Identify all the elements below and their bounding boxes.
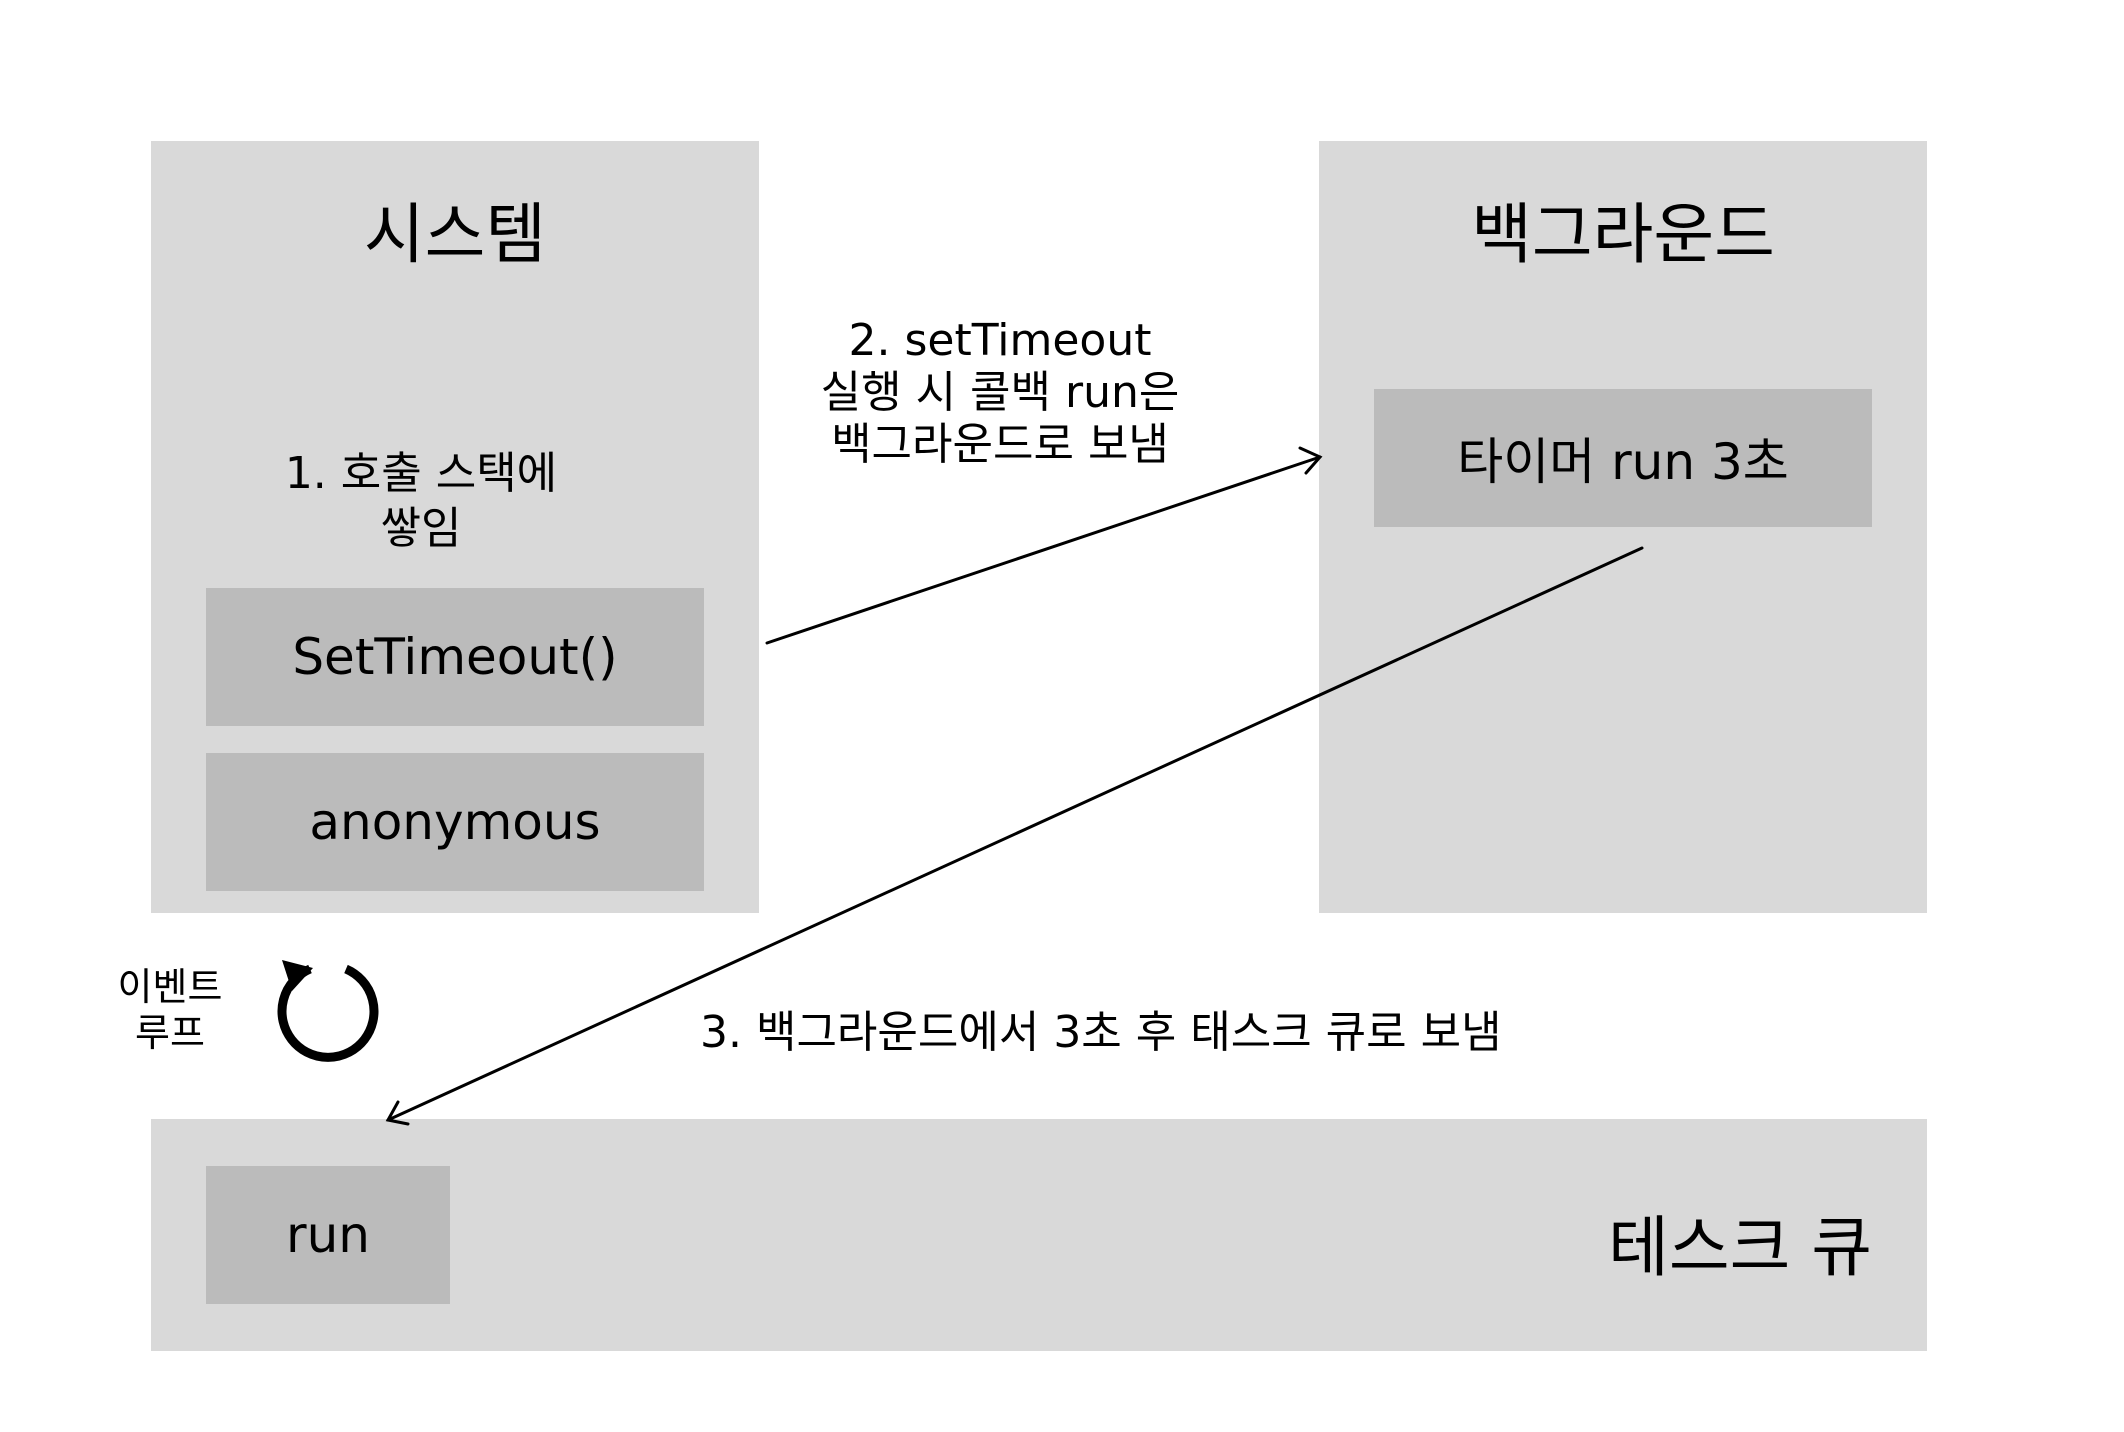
call-stack-label-line-1: 1. 호출 스택에 [284,448,558,499]
arrow-to-background-label-line-1: 2. setTimeout [848,315,1152,366]
arrow-to-queue [385,546,1644,1126]
event-loop-label: 이벤트 루프 [105,965,235,1056]
background-title: 백그라운드 [1471,196,1775,273]
call-stack-label-line-2: 쌓임 [380,503,462,554]
system-title: 시스템 [363,196,547,273]
arrow-to-background [765,446,1323,645]
stack-frame-anonymous: anonymous [206,753,704,891]
arrow-to-background-label: 2. setTimeout 실행 시 콜백 run은 백그라운드로 보냄 [790,315,1210,471]
timer-item: 타이머 run 3초 [1374,389,1872,527]
stack-frame-settimeout: SetTimeout() [206,588,704,726]
event-loop-label-line-2: 루프 [135,1010,205,1055]
task-queue-item-run: run [206,1166,450,1304]
background-panel: 백그라운드 타이머 run 3초 [1319,141,1927,913]
system-panel: 시스템 1. 호출 스택에 쌓임 SetTimeout() anonymous [151,141,759,913]
call-stack-label: 1. 호출 스택에 쌓임 [251,446,591,556]
event-loop-label-line-1: 이벤트 [117,965,223,1009]
task-queue-panel: run 테스크 큐 [151,1119,1927,1351]
task-queue-title: 테스크 큐 [1608,1209,1872,1286]
refresh-icon [277,960,379,1062]
arrow-to-queue-label: 3. 백그라운드에서 3초 후 태스크 큐로 보냄 [700,1007,1502,1058]
arrow-to-background-label-line-2: 실행 시 콜백 run은 [820,366,1180,418]
arrow-to-background-label-line-3: 백그라운드로 보냄 [831,418,1169,470]
